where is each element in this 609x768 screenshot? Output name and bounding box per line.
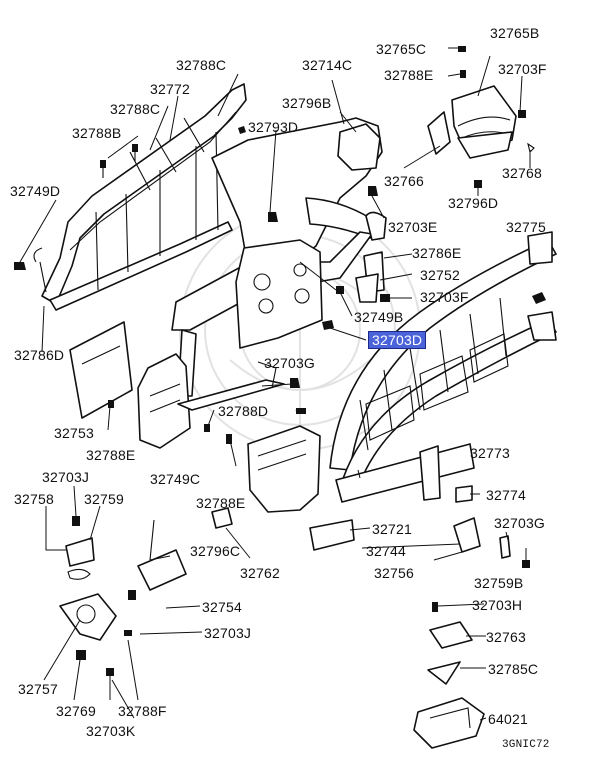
label-32766: 32766 [384,173,424,189]
label-32769: 32769 [56,703,96,719]
label-32788B: 32788B [72,125,122,141]
label-32759: 32759 [84,491,124,507]
top-right-cover [427,46,535,188]
label-32788C-b: 32788C [110,101,161,117]
label-32721: 32721 [372,521,412,537]
label-32703D-highlighted: 32703D [368,331,427,349]
label-32763: 32763 [486,629,526,645]
leader-lines [19,47,531,721]
label-32786D: 32786D [14,347,65,363]
label-32788D: 32788D [218,403,269,419]
label-32774: 32774 [486,487,526,503]
right-small-parts [413,485,530,749]
label-32796C: 32796C [190,543,241,559]
label-32788C-a: 32788C [176,57,227,73]
label-32757: 32757 [18,681,58,697]
label-32703F-mid: 32703F [420,289,469,305]
label-32773: 32773 [470,445,510,461]
label-32752: 32752 [420,267,460,283]
label-32744: 32744 [366,543,406,559]
label-32703J-bottom: 32703J [204,625,252,641]
label-32758: 32758 [14,491,54,507]
label-32775: 32775 [506,219,546,235]
label-32793D: 32793D [248,119,299,135]
lower-left-parts [59,212,278,676]
label-32772: 32772 [150,81,190,97]
label-32749C: 32749C [150,471,201,487]
label-32762: 32762 [240,565,280,581]
label-32785C: 32785C [488,661,539,677]
label-32703H: 32703H [472,597,523,613]
label-32759B: 32759B [474,575,524,591]
diagram-code: 3GNIC72 [502,739,550,751]
label-32703F-top: 32703F [498,61,547,77]
right-frame [329,231,557,503]
label-32703G-right: 32703G [494,515,546,531]
label-32788E-top: 32788E [384,67,434,83]
label-32703E: 32703E [388,219,438,235]
left-bolts [14,126,246,270]
label-32703K: 32703K [86,723,136,739]
label-32768: 32768 [502,165,542,181]
label-32754: 32754 [202,599,242,615]
label-32765C: 32765C [376,41,427,57]
label-32703G-mid: 32703G [264,355,316,371]
lower-center-parts [204,378,355,551]
hinge-bracket [322,186,390,330]
label-32714C: 32714C [302,57,353,73]
label-64021: 64021 [488,711,528,727]
center-frame [137,117,387,449]
label-32756: 32756 [374,565,414,581]
left-panel [69,321,133,419]
label-32786E: 32786E [412,245,462,261]
label-32788E-mid: 32788E [196,495,246,511]
left-frame-rail [33,83,247,311]
label-32765B: 32765B [490,25,540,41]
label-32753: 32753 [54,425,94,441]
label-32749D: 32749D [10,183,61,199]
label-32796B: 32796B [282,95,332,111]
label-32788E-left: 32788E [86,447,136,463]
label-32796D: 32796D [448,195,499,211]
label-32703J-top: 32703J [42,469,90,485]
label-32788F: 32788F [118,703,167,719]
label-32749B: 32749B [354,309,404,325]
